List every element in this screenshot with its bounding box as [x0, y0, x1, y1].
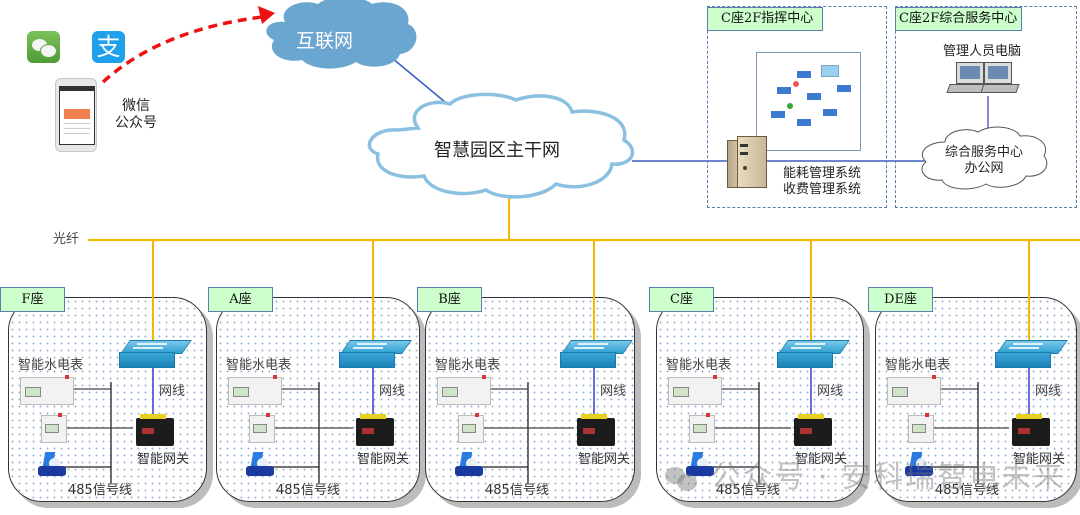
server-icon	[727, 132, 767, 188]
manager-pc-label: 管理人员电脑	[943, 44, 1022, 59]
server-systems-label: 能耗管理系统 收费管理系统	[783, 166, 862, 197]
network-switch-icon	[119, 340, 192, 368]
smart-gateway-icon	[794, 414, 832, 446]
wechat-icon	[27, 31, 60, 63]
three-phase-meter-icon	[20, 375, 74, 405]
mobile-to-internet-arrow	[101, 15, 263, 84]
building-name-tag: DE座	[868, 287, 933, 312]
smart-meter-label: 智能水电表	[885, 358, 951, 373]
smart-meter-label: 智能水电表	[226, 358, 292, 373]
smart-gateway-label: 智能网关	[795, 452, 848, 467]
single-phase-meter-icon	[458, 413, 484, 443]
single-phase-meter-icon	[41, 413, 67, 443]
ethernet-cable-label: 网线	[817, 384, 844, 399]
ethernet-cable-label: 网线	[379, 384, 406, 399]
wechat-watermark-icon	[665, 466, 699, 491]
office-network-cloud	[921, 126, 1048, 190]
smart-gateway-label: 智能网关	[357, 452, 410, 467]
smart-gateway-icon	[356, 414, 394, 446]
building-name-tag: B座	[417, 287, 482, 312]
smart-gateway-icon	[577, 414, 615, 446]
water-meter-icon	[684, 452, 714, 478]
internet-backbone-link	[391, 57, 446, 103]
monitoring-screen	[756, 52, 861, 151]
smart-gateway-label: 智能网关	[1013, 452, 1066, 467]
network-switch-icon	[995, 340, 1068, 368]
smart-gateway-icon	[136, 414, 174, 446]
command-center-title: C座2F指挥中心	[707, 7, 823, 31]
watermark: 公众号 · 安科瑞智电未来	[665, 452, 1065, 496]
water-meter-icon	[36, 452, 66, 478]
three-phase-meter-icon	[887, 375, 941, 405]
backbone-cloud	[367, 92, 635, 199]
building-name-tag: A座	[208, 287, 273, 312]
ethernet-cable-label: 网线	[159, 384, 186, 399]
internet-cloud	[266, 0, 417, 69]
command-center-panel	[707, 6, 887, 208]
smart-meter-label: 智能水电表	[18, 358, 84, 373]
rs485-bus-label: 485信号线	[935, 483, 999, 498]
building-name-tag: F座	[0, 287, 65, 312]
alipay-icon: 支	[92, 31, 125, 63]
arrow-head	[258, 6, 275, 24]
ethernet-cable-label: 网线	[1035, 384, 1062, 399]
smart-gateway-label: 智能网关	[137, 452, 190, 467]
smart-meter-label: 智能水电表	[666, 358, 732, 373]
water-meter-icon	[903, 452, 933, 478]
smart-meter-label: 智能水电表	[435, 358, 501, 373]
smart-gateway-label: 智能网关	[578, 452, 631, 467]
three-phase-meter-icon	[437, 375, 491, 405]
network-switch-icon	[339, 340, 412, 368]
water-meter-icon	[453, 452, 483, 478]
service-center-panel	[895, 6, 1077, 208]
rs485-bus-label: 485信号线	[485, 483, 549, 498]
ethernet-cable-label: 网线	[600, 384, 627, 399]
wechat-official-account-label: 微信 公众号	[115, 98, 157, 131]
single-phase-meter-icon	[689, 413, 715, 443]
internet-label: 互联网	[296, 30, 354, 52]
network-switch-icon	[560, 340, 633, 368]
rs485-bus-label: 485信号线	[716, 483, 780, 498]
smartphone-icon	[55, 78, 97, 152]
three-phase-meter-icon	[668, 375, 722, 405]
single-phase-meter-icon	[908, 413, 934, 443]
rs485-bus-label: 485信号线	[68, 483, 132, 498]
smart-gateway-icon	[1012, 414, 1050, 446]
single-phase-meter-icon	[249, 413, 275, 443]
fiber-label: 光纤	[53, 232, 80, 247]
water-meter-icon	[244, 452, 274, 478]
three-phase-meter-icon	[228, 375, 282, 405]
backbone-label: 智慧园区主干网	[434, 140, 560, 161]
rs485-bus-label: 485信号线	[276, 483, 340, 498]
office-network-label: 综合服务中心 办公网	[945, 145, 1024, 176]
service-center-title: C座2F综合服务中心	[895, 7, 1022, 31]
network-switch-icon	[777, 340, 850, 368]
desktop-computers-icon	[946, 62, 1020, 98]
building-name-tag: C座	[649, 287, 714, 312]
